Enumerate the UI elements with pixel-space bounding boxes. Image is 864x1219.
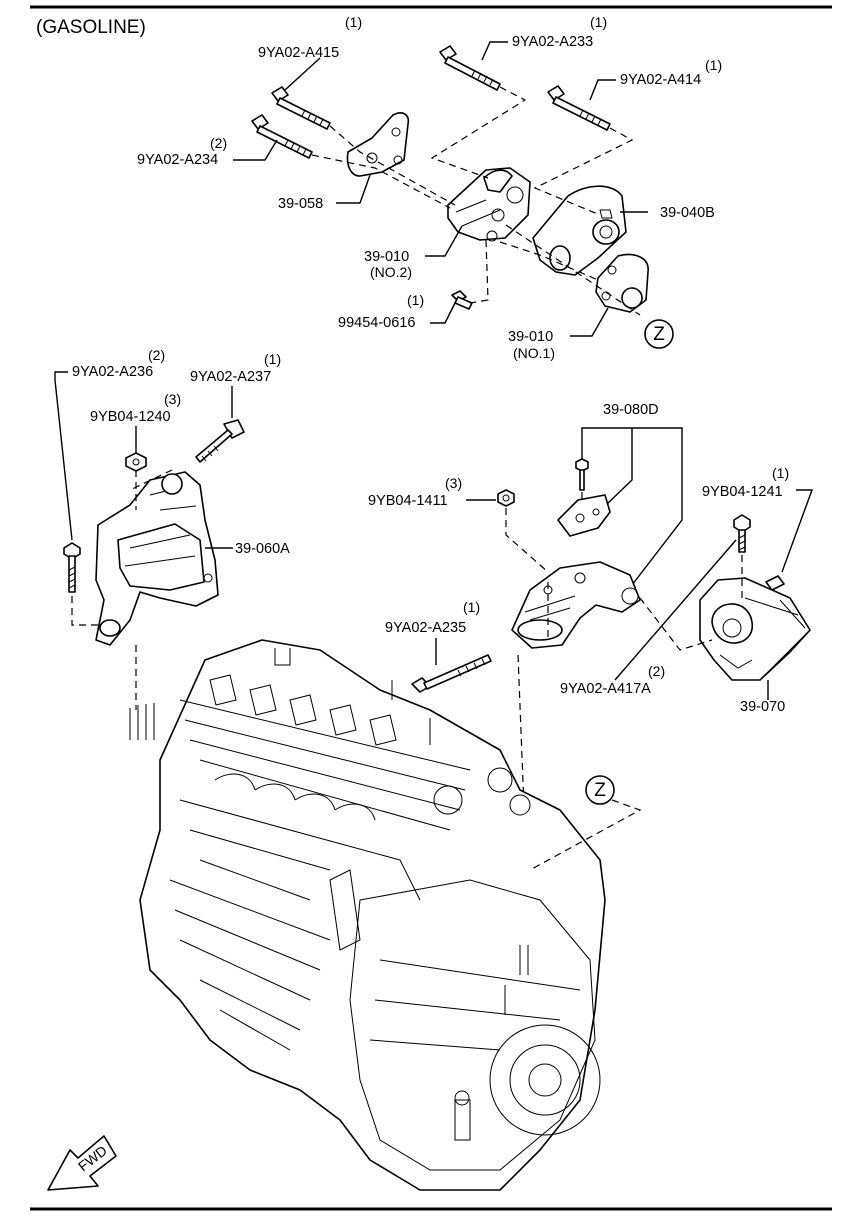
bolt-9ya02-a233 [439,45,501,91]
leader-a233 [481,41,508,61]
callout-qty-99454: (1) [407,292,424,308]
bolt-9ya02-a417a [733,514,751,553]
callout-part-1411: 9YB04-1411 [368,493,448,509]
callout-part-99454: 99454-0616 [338,315,415,331]
engine-assembly [129,639,606,1191]
callout-qty-a237: (1) [264,351,281,367]
bolt-9ya02-a237 [195,419,245,463]
leader-a415 [284,57,321,91]
mount-39-070 [699,577,811,681]
callout-note-39-010-no2: (NO.2) [370,264,412,280]
callout-qty-a415: (1) [345,14,362,30]
bolt-9ya02-a234 [251,114,313,159]
clip-9yb04-1241 [765,575,785,591]
callout-part-a414: 9YA02-A414 [620,72,701,88]
bolt-39-080d-small [575,458,589,491]
nut-9yb04-1240 [125,452,147,472]
callout-part-a415: 9YA02-A415 [258,45,339,61]
bracket-39-080d-main [511,561,641,649]
bracket-39-010-no2 [447,167,531,242]
alignment-lines-right [505,492,743,961]
callout-part-1240: 9YB04-1240 [90,409,171,425]
bolt-9ya02-a236 [63,542,81,593]
callout-qty-1241: (1) [772,465,789,481]
alignment-lines-top [311,86,641,316]
leader-39-010-no2 [425,225,463,257]
callout-part-a237: 9YA02-A237 [190,369,271,385]
callout-qty-a414: (1) [705,57,722,73]
callout-qty-a233: (1) [590,14,607,30]
z-marker-top-label: Z [653,324,665,345]
callout-part-39-010-no1: 39-010 [508,329,553,345]
bolt-99454-0616 [451,290,473,310]
z-marker-lower [585,775,615,805]
callout-qty-a236: (2) [148,347,165,363]
callout-part-1241: 9YB04-1241 [702,484,783,500]
callout-part-a234: 9YA02-A234 [137,152,218,168]
z-marker-lower-label: Z [594,780,606,801]
leader-39-058 [336,174,371,204]
leader-a414 [589,79,616,101]
callout-qty-a234: (2) [210,135,227,151]
diagram-title: (GASOLINE) [36,17,146,38]
callout-part-39-070: 39-070 [740,699,785,715]
leader-a236 [54,371,73,541]
callout-part-a235: 9YA02-A235 [385,620,466,636]
z-marker-top [644,319,674,349]
callout-part-a417a: 9YA02-A417A [560,681,651,697]
leader-a417a [614,539,737,681]
leader-39-010-no1 [570,307,609,337]
leader-39-080d [581,427,683,586]
callout-qty-1240: (3) [164,391,181,407]
bracket-39-058 [346,112,410,177]
bracket-39-010-no1 [595,253,649,313]
alignment-line-z-lower [529,799,642,871]
mount-39-060a [95,471,219,646]
callout-qty-a235: (1) [463,599,480,615]
mount-39-040b [532,185,627,276]
leader-a234 [233,139,278,161]
bolt-9ya02-a415 [271,86,331,130]
nut-9yb04-1411 [497,489,515,507]
leader-99454 [430,302,456,324]
callout-qty-1411: (3) [445,475,462,491]
callout-part-39-040b: 39-040B [660,205,715,221]
callout-part-a236: 9YA02-A236 [72,364,153,380]
callout-qty-a417a: (2) [648,663,665,679]
callout-part-a233: 9YA02-A233 [512,34,593,50]
callout-part-39-060a: 39-060A [235,541,290,557]
callout-part-39-058: 39-058 [278,196,323,212]
bolt-9ya02-a235 [411,654,492,693]
fwd-arrow-icon: FWD [47,1135,117,1191]
bolt-9ya02-a414 [547,85,611,131]
callout-part-39-080d: 39-080D [603,402,659,418]
bracket-39-080d-small [557,494,611,537]
callout-part-39-010-no2: 39-010 [364,249,409,265]
callout-note-39-010-no1: (NO.1) [513,345,555,361]
leader-1241 [781,489,814,573]
